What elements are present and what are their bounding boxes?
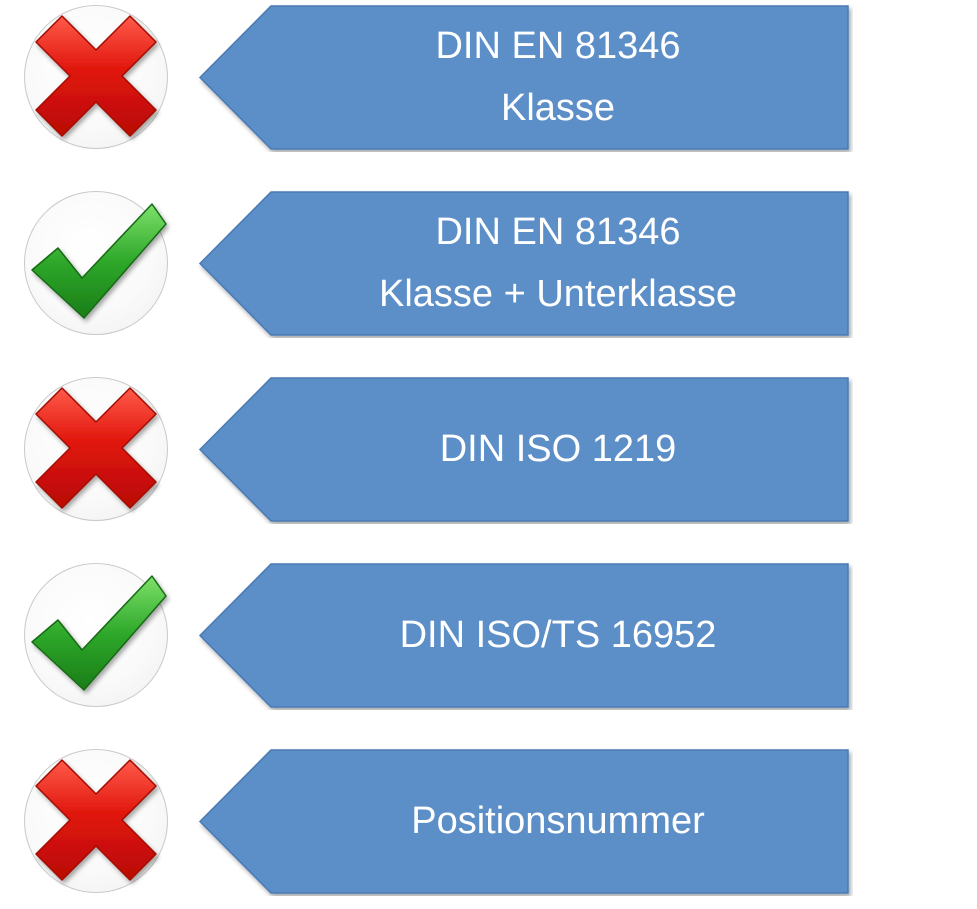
checkmark-icon [31, 203, 167, 319]
standard-banner: DIN EN 81346 Klasse [198, 4, 853, 152]
banner-subtitle: Klasse + Unterklasse [379, 273, 737, 315]
checkmark-icon [31, 575, 167, 691]
banner-title: DIN ISO 1219 [439, 428, 677, 470]
banner-title: Positionsnummer [411, 800, 705, 842]
cross-icon [35, 387, 157, 509]
list-item: Positionsnummer [0, 744, 977, 904]
list-item: DIN ISO 1219 [0, 372, 977, 532]
banner-title: DIN EN 81346 [435, 211, 681, 253]
cross-icon [35, 759, 157, 881]
standard-banner: DIN EN 81346 Klasse + Unterklasse [198, 190, 853, 338]
list-item: DIN EN 81346 Klasse [0, 0, 977, 160]
cross-icon [35, 15, 157, 137]
standard-banner: DIN ISO 1219 [198, 376, 853, 524]
banner-title: DIN EN 81346 [435, 25, 681, 67]
banner-subtitle: Klasse [500, 87, 616, 129]
standard-banner: Positionsnummer [198, 748, 853, 896]
list-item: DIN EN 81346 Klasse + Unterklasse [0, 186, 977, 346]
standard-banner: DIN ISO/TS 16952 [198, 562, 853, 710]
list-item: DIN ISO/TS 16952 [0, 558, 977, 718]
banner-title: DIN ISO/TS 16952 [399, 614, 717, 656]
